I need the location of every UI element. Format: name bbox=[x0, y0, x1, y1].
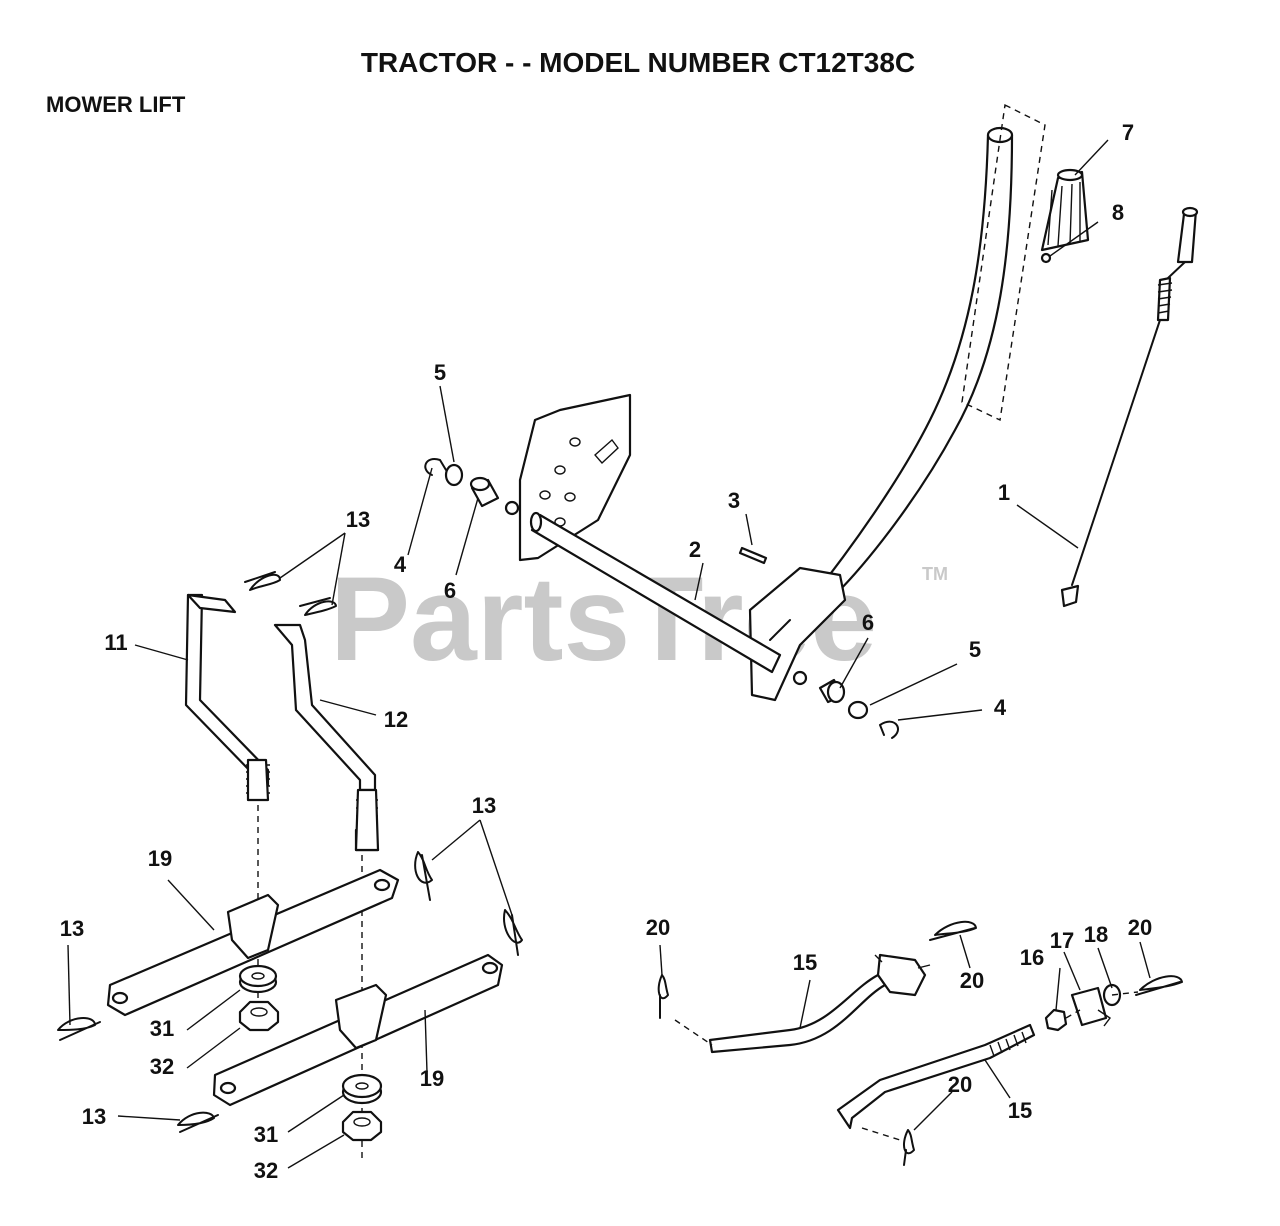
callout-13-top: 13 bbox=[346, 507, 370, 532]
callout-6-left: 6 bbox=[444, 578, 456, 603]
leader-lines bbox=[67, 139, 1151, 1169]
hairpin-clip-6 bbox=[177, 1111, 219, 1133]
callout-8: 8 bbox=[1112, 200, 1124, 225]
callout-11: 11 bbox=[104, 630, 127, 655]
callout-5-right: 5 bbox=[969, 637, 981, 662]
washer-left bbox=[444, 463, 464, 487]
section-title: MOWER LIFT bbox=[46, 92, 186, 117]
callout-2: 2 bbox=[689, 537, 701, 562]
callout-20-right: 20 bbox=[1128, 915, 1152, 940]
lift-link-right bbox=[273, 623, 380, 852]
callout-5-left: 5 bbox=[434, 360, 446, 385]
callout-13-left: 13 bbox=[60, 916, 84, 941]
pin bbox=[738, 546, 768, 565]
callout-13-bottom: 13 bbox=[82, 1104, 106, 1129]
callout-18: 18 bbox=[1084, 922, 1108, 947]
spacer-upper bbox=[238, 964, 278, 994]
hairpin-clip-5 bbox=[57, 1017, 101, 1041]
diagram-title: TRACTOR - - MODEL NUMBER CT12T38C bbox=[361, 47, 915, 78]
hairpin-clip-20d bbox=[903, 1129, 915, 1166]
grip-ball bbox=[1040, 252, 1052, 264]
washer-right bbox=[847, 700, 869, 720]
nut-upper bbox=[238, 1000, 280, 1032]
hairpin-clip-2 bbox=[299, 597, 337, 616]
callout-16: 16 bbox=[1020, 945, 1044, 970]
hairpin-clip-3 bbox=[414, 851, 433, 901]
lift-link-left bbox=[184, 593, 270, 802]
adjuster-block-upper bbox=[874, 953, 931, 997]
spacer-lower bbox=[341, 1073, 383, 1105]
callout-15-upper: 15 bbox=[793, 950, 817, 975]
callout-15-lower: 15 bbox=[1008, 1098, 1032, 1123]
callout-31-lower: 31 bbox=[254, 1122, 278, 1147]
hairpin-clip-1 bbox=[244, 571, 281, 591]
lift-rod-assembly bbox=[1060, 206, 1199, 608]
callout-6-right: 6 bbox=[862, 610, 874, 635]
adjuster-rod-upper bbox=[708, 973, 887, 1054]
callout-12: 12 bbox=[384, 707, 408, 732]
callout-32-upper: 32 bbox=[150, 1054, 174, 1079]
trunnion-block bbox=[1070, 986, 1112, 1027]
callout-7: 7 bbox=[1122, 120, 1134, 145]
lift-arm-upper bbox=[106, 868, 400, 1017]
callout-19-lower: 19 bbox=[420, 1066, 444, 1091]
hairpin-clip-20a bbox=[657, 974, 669, 1019]
callout-20-left: 20 bbox=[646, 915, 670, 940]
callout-1: 1 bbox=[998, 480, 1010, 505]
callout-20-mid: 20 bbox=[960, 968, 984, 993]
callout-4-left: 4 bbox=[394, 552, 407, 577]
callout-17: 17 bbox=[1050, 928, 1074, 953]
callout-labels: 7 8 1 3 2 5 4 6 6 5 4 13 11 12 13 19 13 … bbox=[60, 120, 1152, 1183]
callout-20-bottom: 20 bbox=[948, 1072, 972, 1097]
handle-grip bbox=[1040, 168, 1090, 252]
lift-shaft bbox=[504, 500, 808, 686]
clip-left bbox=[424, 458, 447, 476]
hairpin-clip-20c bbox=[1135, 975, 1183, 996]
callout-31-upper: 31 bbox=[150, 1016, 174, 1041]
callout-4-right: 4 bbox=[994, 695, 1007, 720]
callout-13-mid: 13 bbox=[472, 793, 496, 818]
adjuster-rod-lower bbox=[836, 1023, 1036, 1130]
nut-lower bbox=[341, 1110, 383, 1142]
handle-extension-outline bbox=[961, 103, 1046, 422]
bushing-left bbox=[469, 476, 500, 508]
jam-nut bbox=[1044, 1008, 1068, 1032]
callout-3: 3 bbox=[728, 488, 740, 513]
lift-arm-lower bbox=[212, 953, 504, 1107]
hairpin-clip-4 bbox=[503, 909, 523, 956]
hairpin-clip-20b bbox=[929, 920, 977, 941]
watermark-trademark: TM bbox=[922, 564, 948, 584]
callout-32-lower: 32 bbox=[254, 1158, 278, 1183]
lift-handle bbox=[808, 126, 1014, 602]
clip-right bbox=[879, 720, 899, 739]
callout-19-upper: 19 bbox=[148, 846, 172, 871]
